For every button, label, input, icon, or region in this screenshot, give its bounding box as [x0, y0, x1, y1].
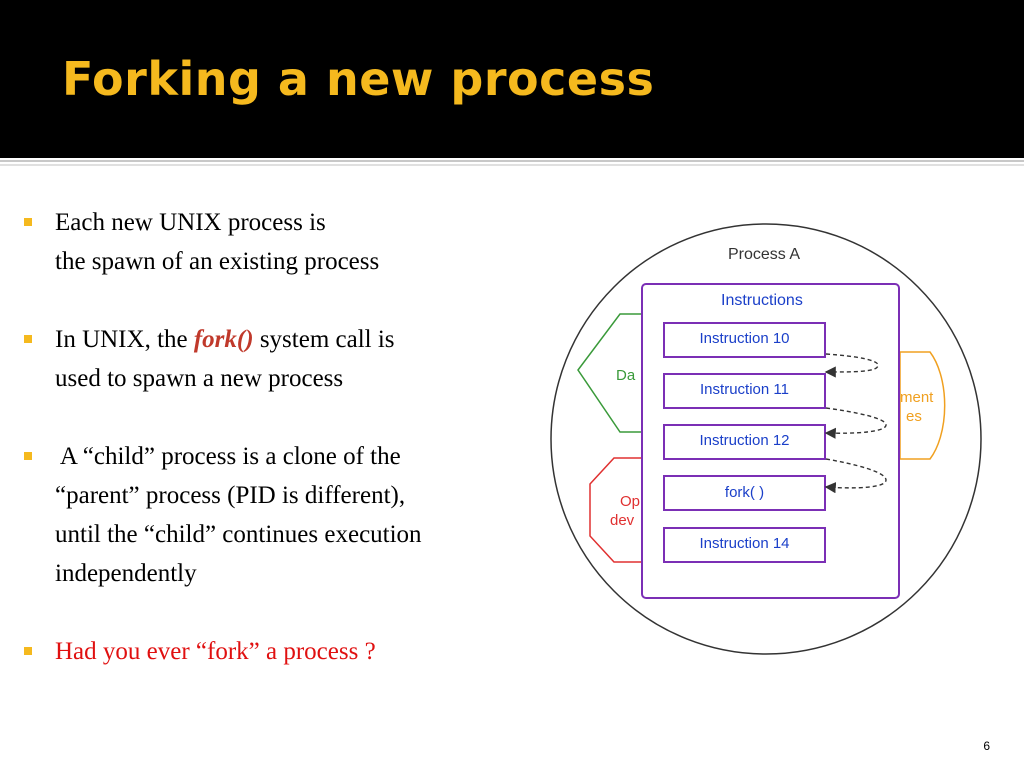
bullet-item-3: A “child” process is a clone of the “par…: [22, 437, 547, 593]
instruction-box-label: Instruction 14: [699, 535, 789, 552]
title-divider-secondary: [0, 164, 1024, 166]
bullet-item-2: In UNIX, the fork() system call is used …: [22, 320, 547, 398]
instruction-box-10: [663, 322, 826, 358]
slide-title: Forking a new process: [62, 52, 655, 106]
bullet-text: until the “child” continues execution: [55, 521, 422, 548]
bullet-square-icon: [24, 335, 32, 343]
page-number: 6: [983, 739, 990, 753]
instructions-label: Instructions: [721, 292, 803, 309]
bullet-square-icon: [24, 647, 32, 655]
environment-region-label: ment: [900, 389, 934, 406]
title-divider: [0, 160, 1024, 162]
bullet-text: “parent” process (PID is different),: [55, 482, 406, 509]
bullet-square-icon: [24, 218, 32, 226]
instruction-box-11: [663, 373, 826, 409]
process-label: Process A: [728, 246, 800, 263]
bullet-text: used to spawn a new process: [55, 365, 344, 392]
bullet-square-icon: [24, 452, 32, 460]
bullet-text: independently: [55, 560, 197, 587]
bullet-list: Each new UNIX process is the spawn of an…: [22, 203, 547, 671]
title-bar: Forking a new process: [0, 0, 1024, 158]
environment-region-label: es: [906, 408, 922, 425]
bullet-question: Had you ever “fork” a process ?: [55, 638, 376, 665]
bullet-text: system call is: [253, 326, 395, 353]
devices-region-label: Op: [620, 493, 640, 510]
instruction-box-12: [663, 424, 826, 460]
bullet-item-1: Each new UNIX process is the spawn of an…: [22, 203, 547, 281]
instruction-box-label: Instruction 10: [699, 330, 789, 347]
flow-arrow-11: [824, 353, 879, 378]
flow-arrow-12: [824, 407, 887, 439]
instruction-box-label: Instruction 12: [699, 432, 789, 449]
flow-arrow-fork: [824, 458, 887, 494]
bullet-text: Each new UNIX process is: [55, 209, 326, 236]
devices-region-label: dev: [610, 512, 635, 529]
fork-keyword: fork(): [193, 326, 254, 353]
instruction-box-label: Instruction 11: [700, 381, 789, 398]
environment-region-shape: [899, 351, 946, 460]
bullet-item-4: Had you ever “fork” a process ?: [22, 632, 547, 671]
process-diagram: Da Op dev ment es Process A Instructions…: [550, 223, 982, 655]
bullet-text: the spawn of an existing process: [55, 248, 380, 275]
instruction-box-label: fork( ): [725, 484, 764, 501]
bullet-line: In UNIX, the fork() system call is: [55, 320, 547, 359]
instruction-box-14: [663, 527, 826, 563]
bullet-text: In UNIX, the: [55, 326, 194, 353]
data-region-label: Da: [616, 367, 636, 384]
bullet-text: A “child” process is a clone of the: [55, 443, 401, 470]
